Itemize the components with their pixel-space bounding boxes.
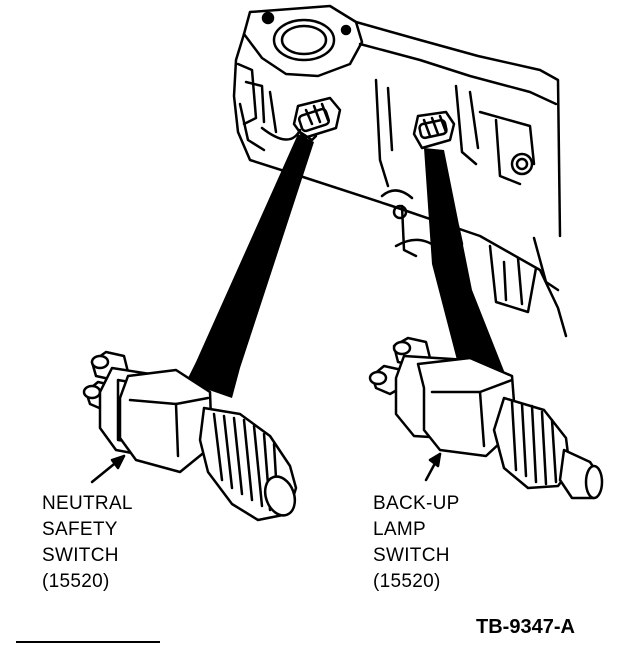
- label-line: SWITCH: [42, 545, 119, 566]
- part-number: (15520): [42, 571, 110, 592]
- neutral-safety-switch: [82, 350, 298, 522]
- neutral-switch-boss: [292, 96, 342, 142]
- backup-switch-leader: [424, 148, 506, 376]
- label-line: NEUTRAL: [42, 493, 133, 514]
- backup-lamp-switch: [368, 336, 604, 500]
- part-number: (15520): [373, 571, 441, 592]
- label-line: SWITCH: [373, 545, 450, 566]
- label-line: BACK-UP: [373, 493, 460, 514]
- flange-bore: [272, 18, 336, 62]
- backup-switch-boss: [412, 110, 456, 150]
- neutral-plunger-tip: [263, 475, 297, 517]
- neutral-switch-leader: [186, 134, 314, 398]
- label-line: SAFETY: [42, 519, 118, 540]
- flange-bolt-hole: [261, 11, 275, 25]
- backup-lamp-switch-label: BACK-UP LAMP SWITCH (15520): [373, 491, 460, 595]
- label-line: LAMP: [373, 519, 426, 540]
- neutral-safety-switch-label: NEUTRAL SAFETY SWITCH (15520): [42, 491, 133, 595]
- figure-id: TB-9347-A: [476, 616, 575, 638]
- mounting-flange: [242, 4, 364, 78]
